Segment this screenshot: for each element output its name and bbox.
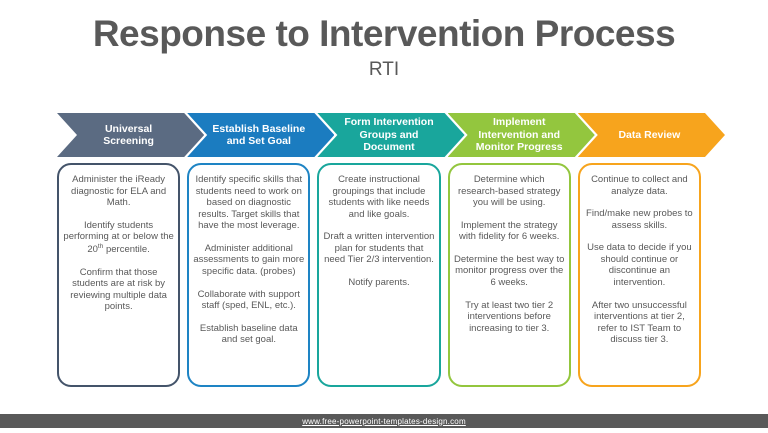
chevron-row: Universal Screening Establish Baseline a… [57, 113, 701, 157]
box-paragraph: Determine which research-based strategy … [457, 174, 561, 209]
step-title: Universal Screening [103, 122, 154, 147]
box-paragraph: Draft a written intervention plan for st… [323, 231, 435, 266]
box-paragraph: Administer additional assessments to gai… [193, 242, 305, 278]
step-title: Form Intervention Groups and Document [344, 116, 434, 154]
process-diagram: Universal Screening Establish Baseline a… [57, 113, 701, 387]
step-chevron-establish-baseline: Establish Baseline and Set Goal [187, 113, 334, 157]
detail-box-row: Administer the iReady diagnostic for ELA… [57, 163, 701, 387]
step-cell-1: Universal Screening [57, 113, 180, 157]
page-subtitle: RTI [368, 58, 400, 80]
step-title: Data Review [618, 128, 681, 141]
box-paragraph: Notify parents. [348, 277, 410, 289]
box-paragraph: Find/make new probes to assess skills. [586, 208, 693, 231]
page-title: Response to Intervention Process [92, 13, 676, 54]
box-paragraph: Determine the best way to monitor progre… [454, 253, 565, 289]
step-title: Implement Intervention and Monitor Progr… [475, 116, 563, 154]
box-paragraph: Administer the iReady diagnostic for ELA… [71, 174, 167, 209]
footer-link[interactable]: www.free-powerpoint-templates-design.com [302, 416, 466, 426]
box-paragraph: Identify specific skills that students n… [195, 174, 303, 232]
footer-bar: www.free-powerpoint-templates-design.com [0, 414, 768, 428]
step-chevron-data-review: Data Review [578, 113, 725, 157]
box-implement-monitor: Determine which research-based strategy … [447, 163, 571, 387]
box-paragraph: Create instructional groupings that incl… [328, 174, 430, 220]
box-paragraph: Continue to collect and analyze data. [591, 174, 688, 197]
box-paragraph: Identify students performing at or below… [63, 220, 174, 256]
paragraph-text: percentile. [103, 244, 150, 256]
box-paragraph: After two unsuccessful interventions at … [591, 299, 687, 346]
box-paragraph: Try at least two tier 2 interventions be… [465, 299, 554, 334]
box-form-groups: Create instructional groupings that incl… [317, 163, 441, 387]
step-chevron-universal-screening: Universal Screening [57, 113, 204, 157]
box-paragraph: Collaborate with support staff (sped, EN… [197, 288, 301, 312]
step-cell-3: Form Intervention Groups and Document [317, 113, 440, 157]
box-paragraph: Implement the strategy with fidelity for… [459, 219, 560, 243]
step-chevron-implement-monitor: Implement Intervention and Monitor Progr… [448, 113, 595, 157]
step-cell-2: Establish Baseline and Set Goal [187, 113, 310, 157]
step-cell-5: Data Review [578, 113, 701, 157]
box-data-review: Continue to collect and analyze data. Fi… [577, 163, 701, 387]
ordinal-superscript: th [97, 242, 104, 250]
box-establish-baseline: Identify specific skills that students n… [187, 163, 311, 387]
paragraph-text: Identify students performing at or below… [63, 219, 174, 256]
box-paragraph: Confirm that those students are at risk … [70, 266, 167, 313]
step-cell-4: Implement Intervention and Monitor Progr… [448, 113, 571, 157]
box-universal-screening: Administer the iReady diagnostic for ELA… [57, 163, 181, 387]
step-chevron-form-groups: Form Intervention Groups and Document [317, 113, 464, 157]
box-paragraph: Establish baseline data and set goal. [199, 322, 298, 346]
box-paragraph: Use data to decide if you should continu… [587, 242, 692, 289]
step-title: Establish Baseline and Set Goal [212, 122, 306, 147]
